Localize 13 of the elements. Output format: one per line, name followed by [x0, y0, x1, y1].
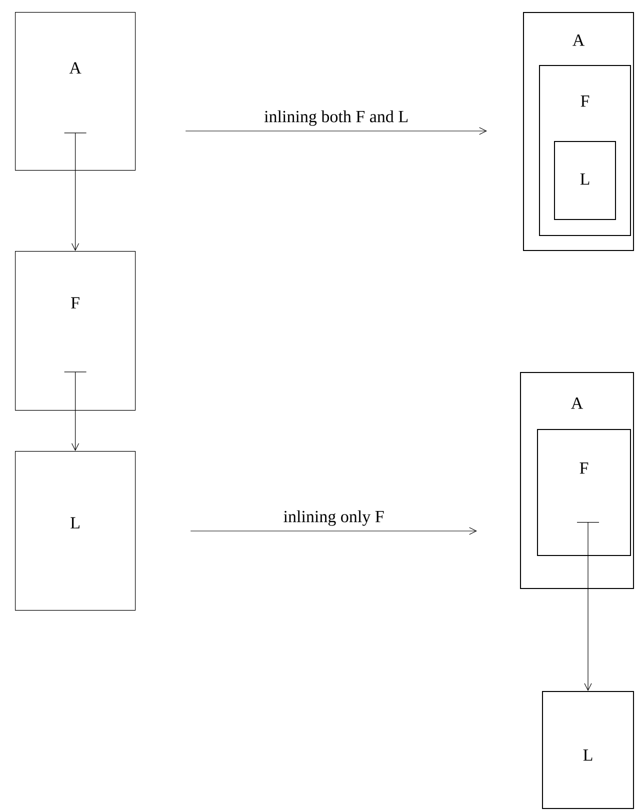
box: F [15, 251, 136, 411]
arrow [190, 527, 477, 535]
box: A [15, 12, 136, 171]
arrow [64, 132, 87, 251]
edge-label: inlining both F and L [264, 110, 408, 126]
arrow [576, 522, 600, 691]
edge-label: inlining only F [284, 510, 384, 526]
box: L [554, 141, 616, 220]
box: L [542, 691, 634, 809]
box: L [15, 451, 136, 611]
box: F [537, 429, 631, 556]
arrow [64, 372, 87, 451]
arrow [185, 127, 487, 135]
